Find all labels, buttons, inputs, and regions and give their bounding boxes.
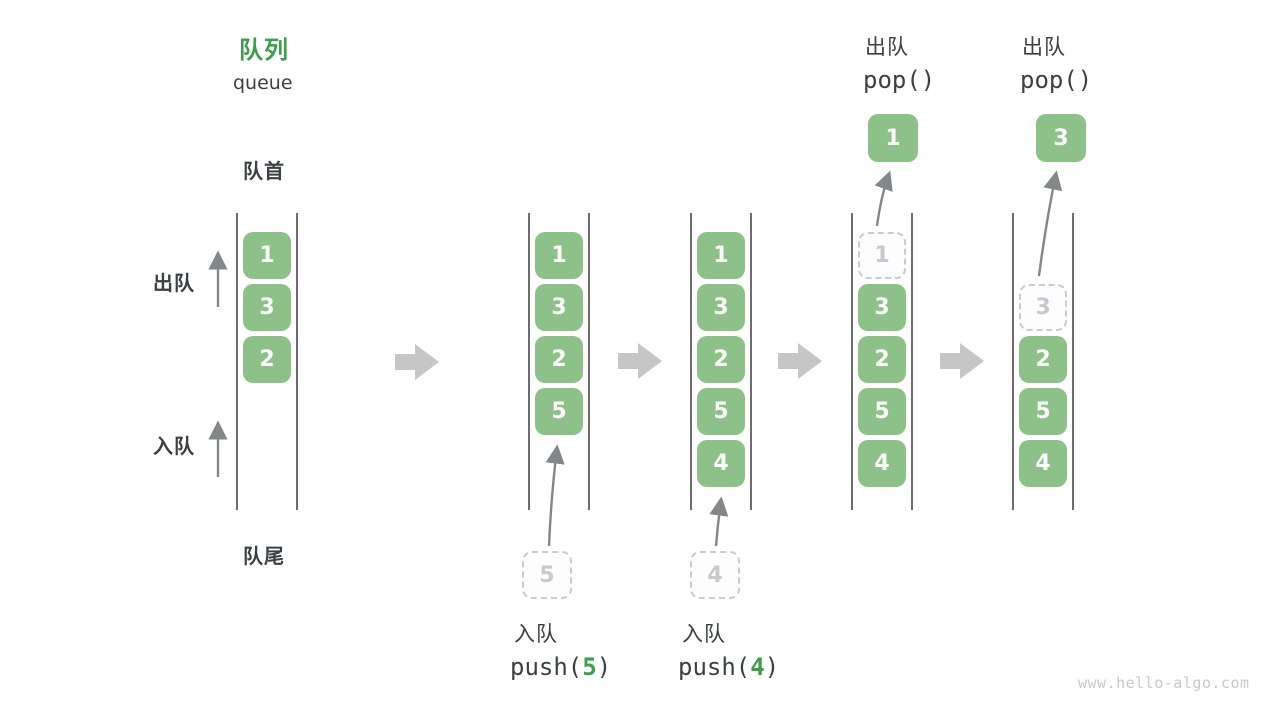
queue-element: 5	[1019, 388, 1067, 435]
queue-element: 2	[535, 336, 583, 383]
pop-code: pop()	[1020, 66, 1093, 94]
queue-element: 5	[535, 388, 583, 435]
code-fn: push(	[678, 653, 751, 681]
step-arrow-icon	[618, 343, 662, 379]
queue-element: 4	[858, 440, 906, 487]
queue-column-1: 1 3 2	[236, 213, 298, 510]
pending-element-box: 5	[522, 551, 572, 599]
code-close: )	[596, 653, 612, 681]
popped-element-box: 1	[868, 114, 918, 162]
queue-column-2: 1 3 2 5	[528, 213, 590, 510]
queue-element: 3	[243, 284, 291, 331]
page-subtitle: queue	[233, 72, 293, 94]
code-arg: 5	[582, 653, 597, 681]
step-arrow-icon	[395, 344, 439, 380]
dequeue-side-label: 出队	[153, 271, 195, 295]
pending-element-box: 4	[690, 551, 740, 599]
code-close: )	[764, 653, 780, 681]
queue-element: 2	[243, 336, 291, 383]
queue-element: 5	[697, 388, 745, 435]
enqueue-op-label: 入队	[682, 622, 726, 646]
queue-column-5: 3 2 5 4	[1012, 213, 1074, 510]
queue-element: 5	[858, 388, 906, 435]
enqueue-op-label: 入队	[514, 622, 558, 646]
popped-element-box: 3	[1036, 114, 1086, 162]
step-arrow-icon	[778, 343, 822, 379]
ghost-element-box: 1	[858, 232, 906, 279]
queue-element: 4	[697, 440, 745, 487]
step-arrow-icon	[940, 343, 984, 379]
queue-element: 3	[697, 284, 745, 331]
queue-element: 2	[1019, 336, 1067, 383]
push-4-code: push(4)	[678, 653, 779, 681]
push-5-code: push(5)	[510, 653, 611, 681]
queue-element: 4	[1019, 440, 1067, 487]
dequeue-op-label: 出队	[865, 35, 909, 59]
pop-code: pop()	[863, 66, 936, 94]
code-fn: push(	[510, 653, 583, 681]
code-arg: 4	[750, 653, 765, 681]
page-title: 队列	[239, 36, 289, 64]
ghost-element-box: 3	[1019, 284, 1067, 331]
queue-column-3: 1 3 2 5 4	[690, 213, 752, 510]
queue-element: 1	[535, 232, 583, 279]
queue-element: 1	[697, 232, 745, 279]
enqueue-side-label: 入队	[153, 434, 195, 458]
queue-element: 3	[858, 284, 906, 331]
watermark: www.hello-algo.com	[1078, 674, 1250, 692]
queue-element: 2	[858, 336, 906, 383]
queue-front-label: 队首	[243, 159, 285, 183]
queue-element: 2	[697, 336, 745, 383]
dequeue-op-label: 出队	[1022, 35, 1066, 59]
queue-column-4: 1 3 2 5 4	[851, 213, 913, 510]
queue-rear-label: 队尾	[243, 544, 285, 568]
queue-element: 1	[243, 232, 291, 279]
queue-element: 3	[535, 284, 583, 331]
